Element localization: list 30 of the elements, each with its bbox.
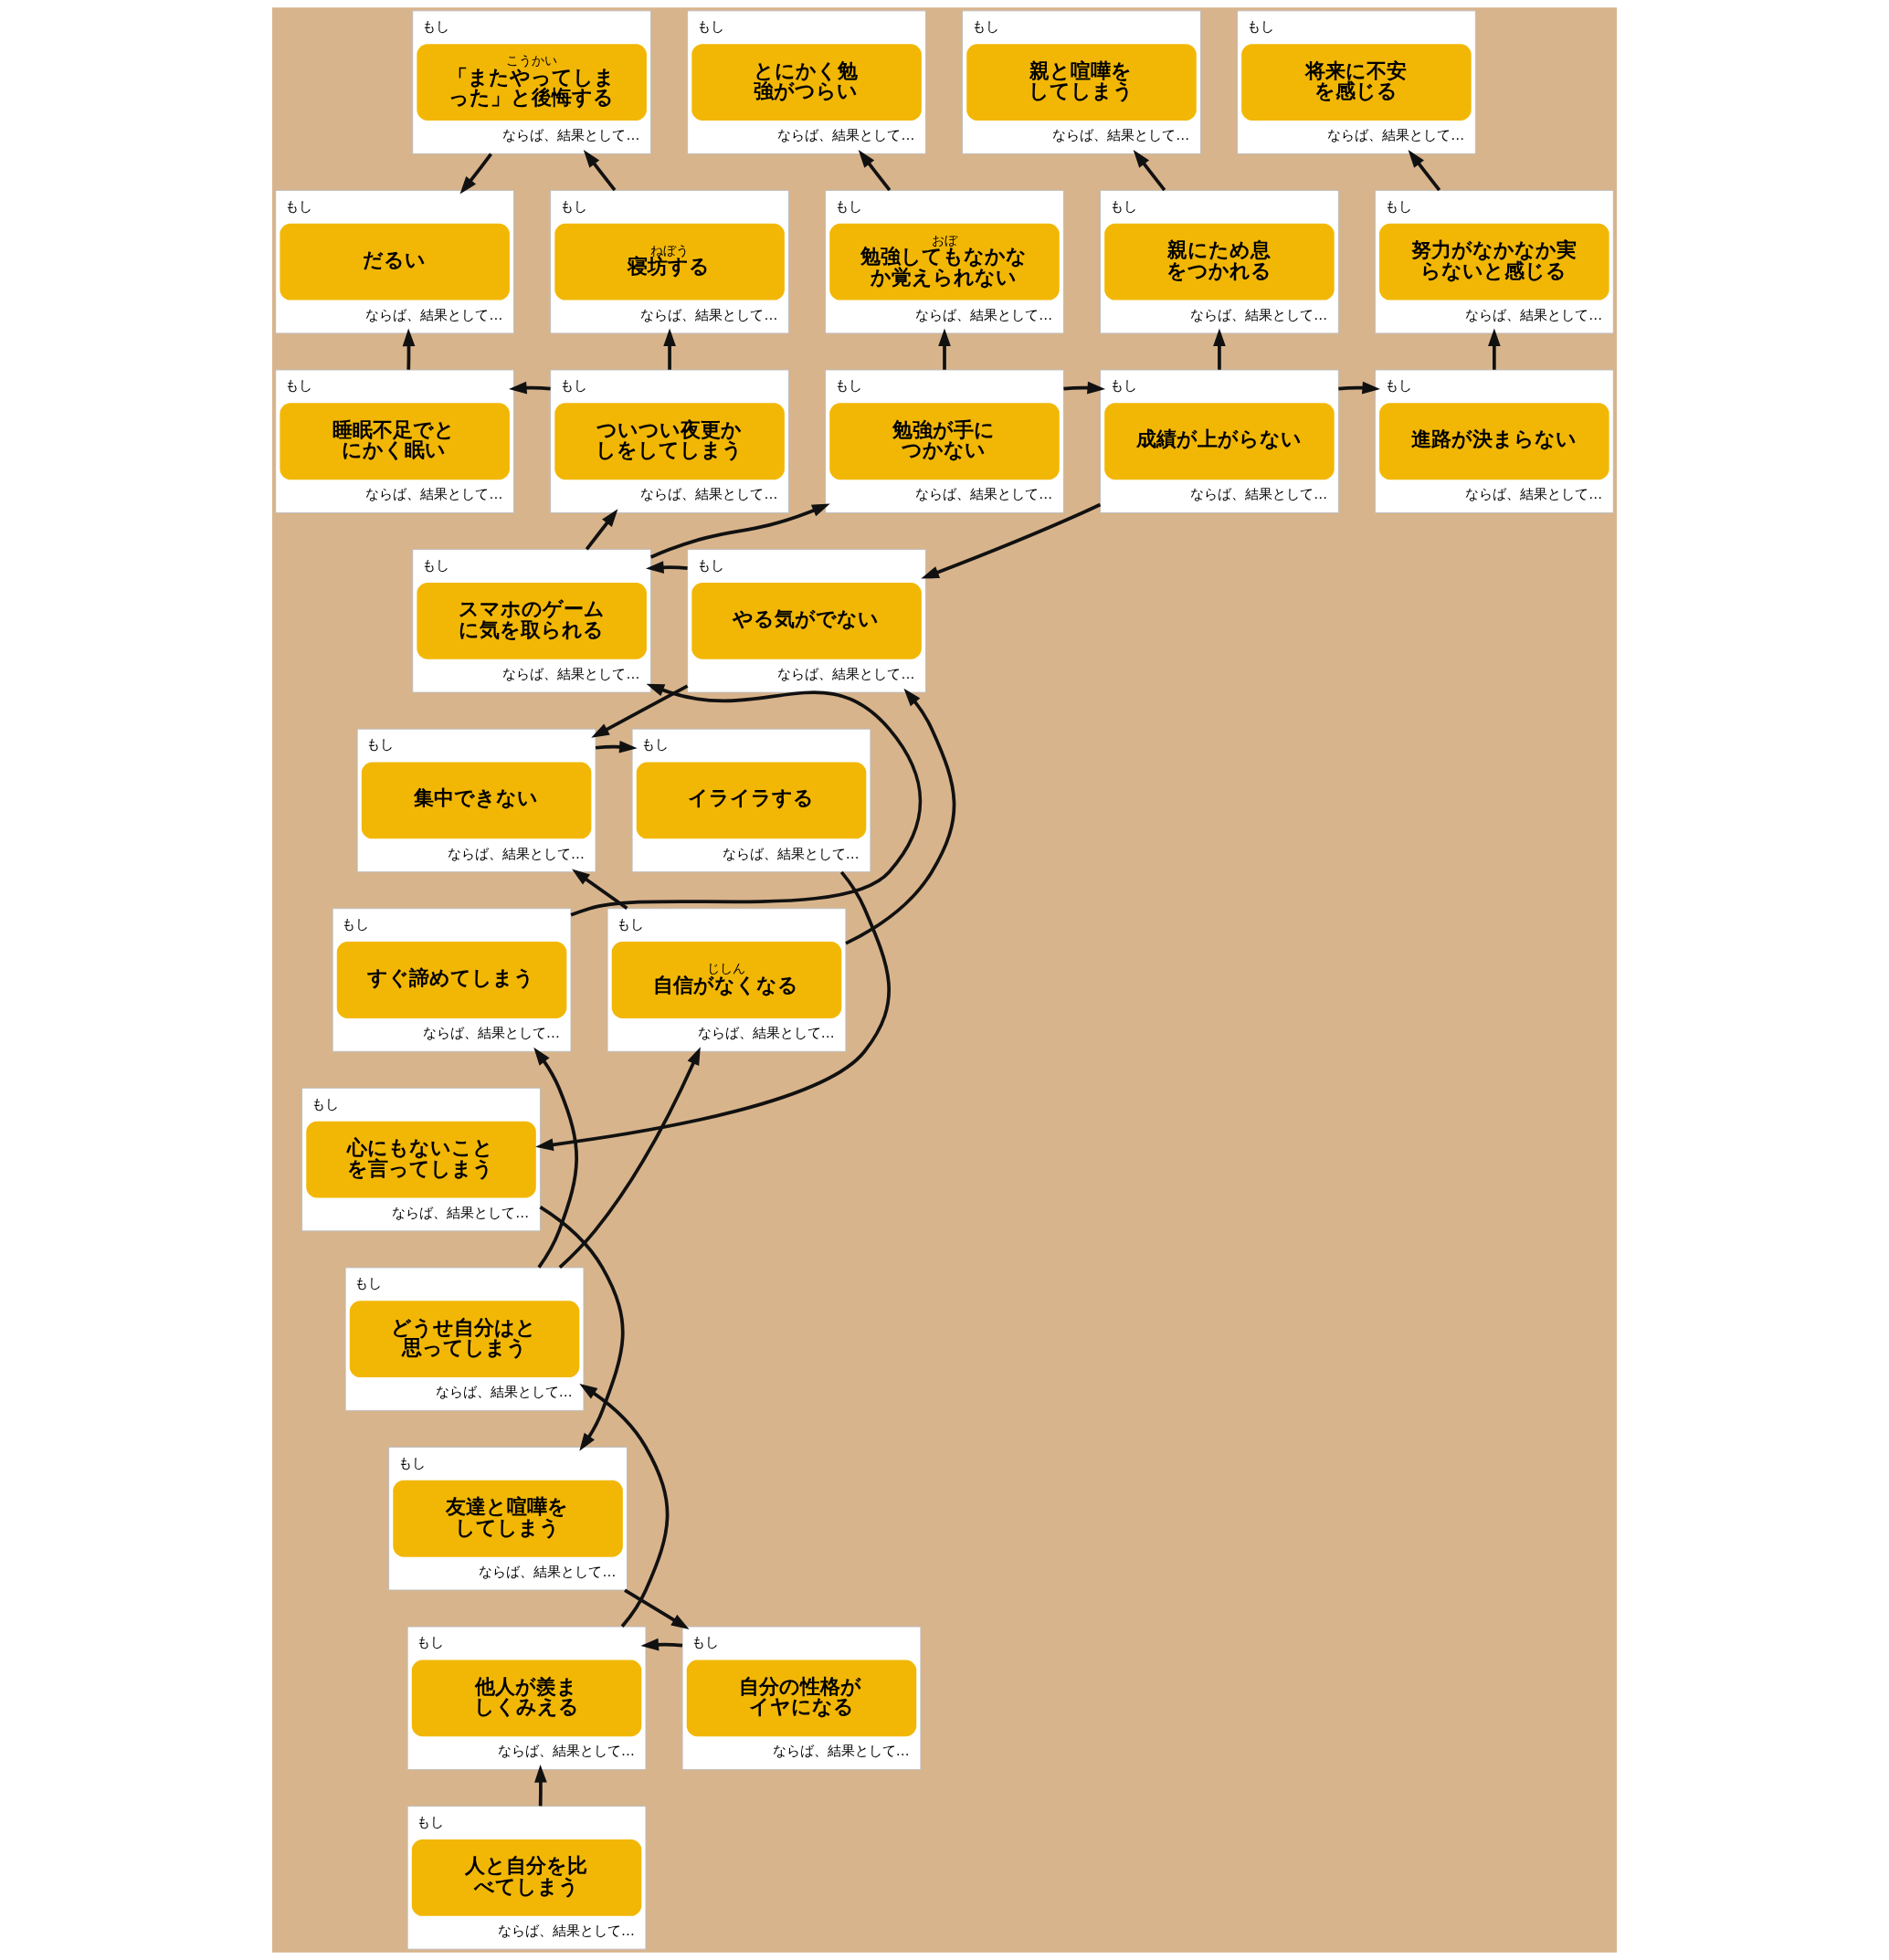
arrow: [535, 870, 891, 1152]
arrow: [1338, 381, 1380, 395]
arrow: [624, 1588, 690, 1629]
arrow: [539, 1205, 625, 1451]
arrow: [572, 869, 628, 911]
arrow: [921, 502, 1102, 579]
arrow: [583, 150, 617, 192]
arrow: [858, 150, 892, 192]
arrow: [1487, 328, 1501, 370]
arrow: [663, 328, 676, 370]
arrow: [570, 683, 923, 917]
arrow: [938, 328, 951, 370]
arrow: [585, 509, 618, 551]
arrow: [1408, 150, 1441, 192]
arrow: [558, 1047, 701, 1270]
arrow: [595, 740, 638, 753]
arrow: [509, 381, 551, 395]
arrow: [1063, 381, 1106, 395]
arrow: [459, 153, 493, 195]
arrow: [402, 328, 416, 370]
arrow: [649, 503, 830, 559]
arrow: [579, 1384, 670, 1628]
arrow: [1213, 328, 1226, 370]
arrow: [591, 684, 689, 738]
arrow: [1133, 150, 1166, 192]
arrow: [640, 1638, 683, 1651]
arrow: [845, 688, 956, 945]
arrow: [533, 1047, 578, 1269]
arrow: [534, 1765, 547, 1807]
arrow: [646, 561, 688, 574]
